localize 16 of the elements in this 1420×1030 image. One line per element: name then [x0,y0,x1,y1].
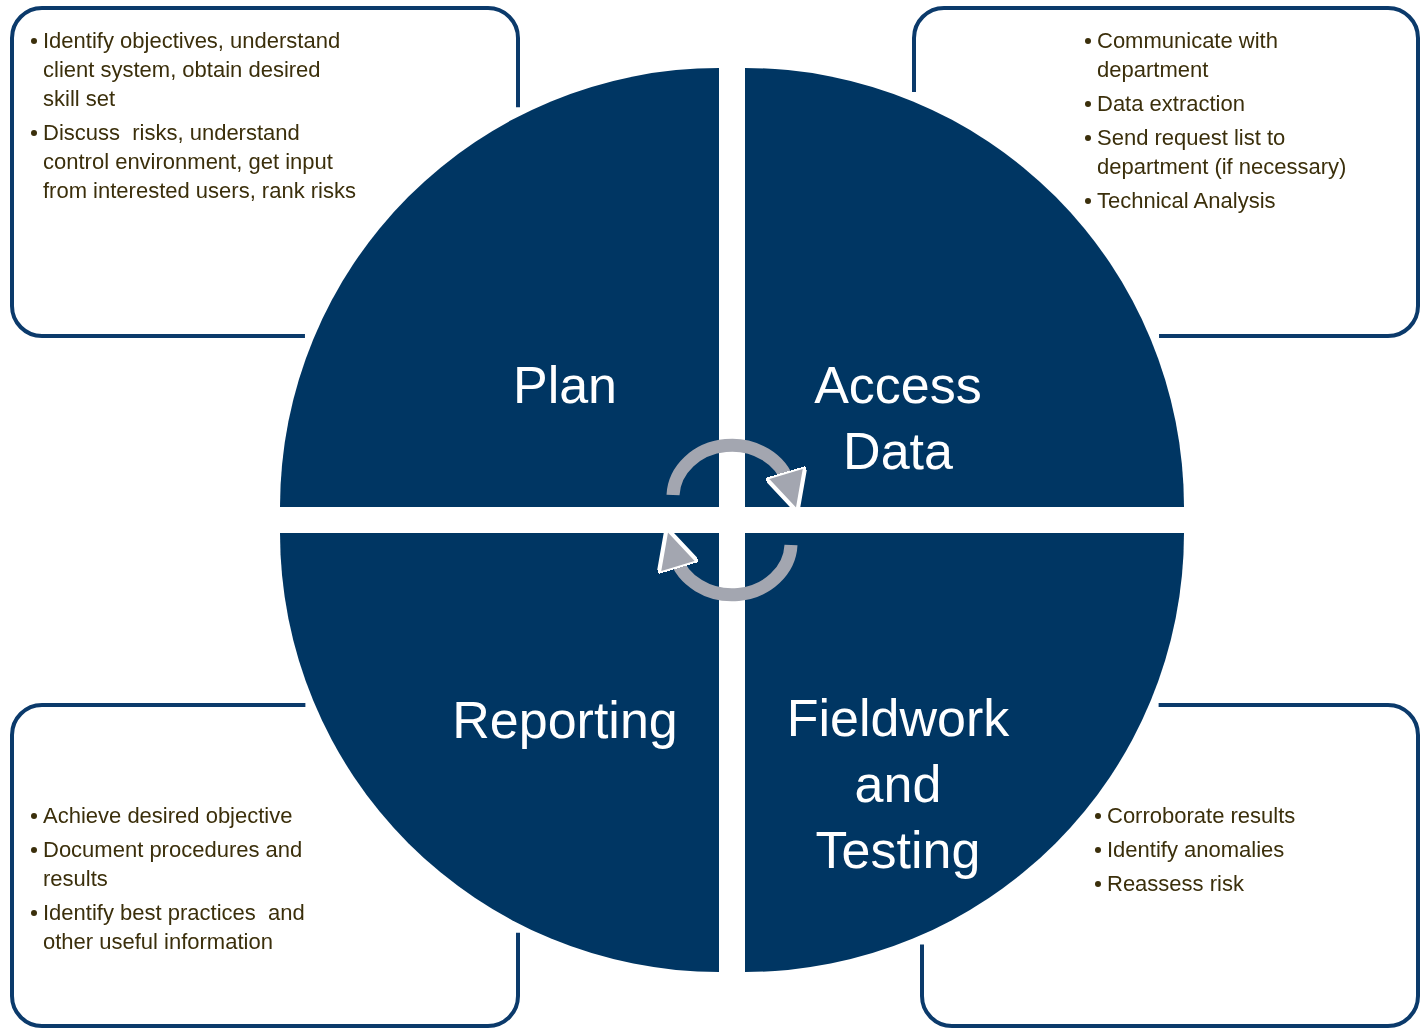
bullet-item: Data extraction [1097,91,1245,116]
bullet-item: Corroborate results [1107,803,1296,828]
bullet-item: Reassess risk [1107,871,1244,896]
bullet-item: Identify objectives, understand client system, obtain desired skill set [43,28,342,111]
phase-title: Access Data [813,355,983,482]
bullet-item: Send request list to department (if necessary) [1097,125,1347,179]
bullet-item: Discuss risks, understand control environment, get input from interested users, rank risks [43,120,356,203]
phase-title: Plan [511,355,619,416]
bullet-item: Technical Analysis [1097,188,1276,213]
phase-title: Reporting [451,690,679,751]
bullet-item: Communicate with department [1097,28,1279,82]
bullet-item: Document procedures and results [43,837,304,891]
phase-title: Fieldwork and Testing [785,688,1011,881]
bullet-item: Identify anomalies [1107,837,1285,862]
bullet-item: Achieve desired objective [43,803,293,828]
bullet-item: Identify best practices and other useful information [43,900,306,954]
